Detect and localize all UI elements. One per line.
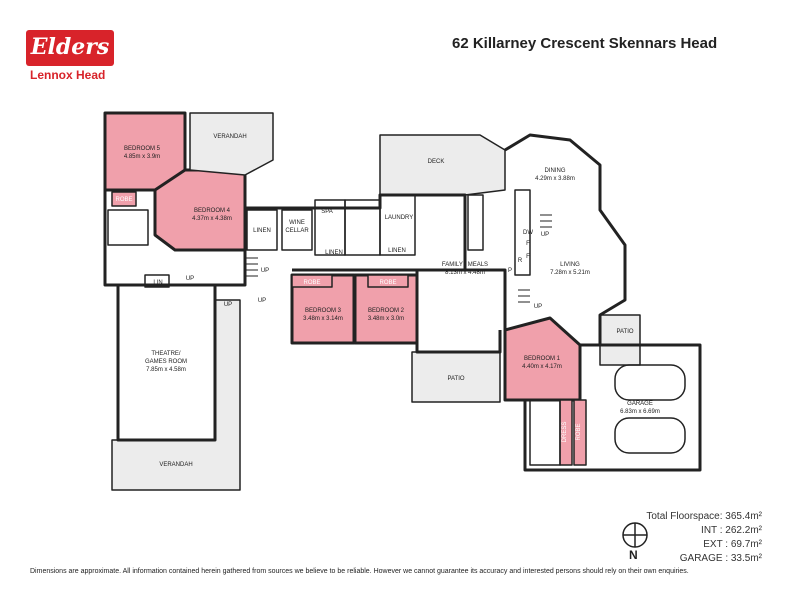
linen-label-3: LINEN <box>388 248 406 254</box>
theatre-dims: 7.85m x 4.58m <box>146 367 186 373</box>
compass-north-label: N <box>629 548 638 562</box>
bedroom-3-dims: 3.48m x 3.14m <box>303 316 343 322</box>
f-label-2: F <box>526 254 530 260</box>
lin-label: LIN <box>153 280 162 286</box>
bedroom-3-label: BEDROOM 3 <box>305 308 342 314</box>
robe-label-1: ROBE <box>303 280 320 286</box>
floorspace-stats: Total Floorspace: 365.4m² INT : 262.2m² … <box>646 510 762 566</box>
up-label-2: UP <box>261 268 269 274</box>
bedroom-1-label: BEDROOM 1 <box>524 356 561 362</box>
dining-label: DINING <box>545 168 566 174</box>
robe-label-2: ROBE <box>379 280 396 286</box>
bedroom-2-label: BEDROOM 2 <box>368 308 405 314</box>
family-dims: 8.13m x 4.48m <box>445 270 485 276</box>
wine-cellar <box>281 209 313 251</box>
f-label-1: F <box>526 241 530 247</box>
verandah-top-label: VERANDAH <box>213 134 246 140</box>
r-label: R <box>518 258 523 264</box>
ensuite-1 <box>529 399 561 466</box>
dress-label: DRESS <box>562 422 568 443</box>
external-floorspace: EXT : 69.7m² <box>703 539 762 550</box>
living-dims: 7.28m x 5.21m <box>550 270 590 276</box>
family-label: FAMILY / MEALS <box>442 262 488 268</box>
linen-label-2: LINEN <box>325 250 343 256</box>
internal-floorspace: INT : 262.2m² <box>701 525 762 536</box>
garage-floorspace: GARAGE : 33.5m² <box>679 553 762 564</box>
patio-bottom <box>411 351 501 403</box>
patio-right <box>599 314 641 366</box>
logo-brand-name: Elders <box>30 34 110 60</box>
theatre-label-2: GAMES ROOM <box>145 359 187 365</box>
linen-cupboard <box>246 209 278 251</box>
bedroom-4-label: BEDROOM 4 <box>194 208 231 214</box>
bedroom-1-area <box>503 316 582 402</box>
logo-badge <box>26 30 114 66</box>
up-label-3: UP <box>224 302 232 308</box>
property-address: 62 Killarney Crescent Skennars Head <box>452 35 718 52</box>
linen-label-1: LINEN <box>253 228 271 234</box>
logo-office-name: Lennox Head <box>30 68 106 82</box>
patio-right-label: PATIO <box>616 329 633 335</box>
up-label-5: UP <box>534 304 542 310</box>
bedroom-1-dims: 4.40m x 4.17m <box>522 364 562 370</box>
garage-wall <box>523 343 702 472</box>
robe-label-3: ROBE <box>115 197 132 203</box>
verandah-bottom-label: VERANDAH <box>159 462 192 468</box>
bedroom-5-dims: 4.85m x 3.9m <box>124 154 160 160</box>
deck-label: DECK <box>428 159 445 165</box>
patio-bottom-label: PATIO <box>447 376 464 382</box>
lin-cupboard <box>144 274 170 288</box>
spa-label: SPA <box>321 209 333 215</box>
car-1 <box>614 364 686 401</box>
theatre-room <box>116 283 217 442</box>
compass-icon <box>622 522 648 548</box>
up-label-4: UP <box>258 298 266 304</box>
car-2 <box>614 417 686 454</box>
robe-area-2 <box>367 274 409 288</box>
bedroom-4-dims: 4.37m x 4.38m <box>192 216 232 222</box>
kitchen-bench <box>514 189 531 276</box>
robe-area-3 <box>111 191 137 207</box>
dw-label: DW <box>523 230 533 236</box>
wine-label-1: WINE <box>289 220 305 226</box>
robe-area-4 <box>573 399 587 466</box>
north-compass: N <box>620 520 650 564</box>
stairs-group <box>245 214 552 303</box>
p-label: P <box>508 268 512 274</box>
garage-label: GARAGE <box>627 401 653 407</box>
kitchen-island <box>467 194 484 251</box>
robe-label-4: ROBE <box>576 423 582 440</box>
up-label-6: UP <box>541 232 549 238</box>
living-wall <box>504 133 627 347</box>
laundry <box>379 194 416 256</box>
bedroom-2-dims: 3.48m x 3.0m <box>368 316 404 322</box>
up-label-1: UP <box>186 276 194 282</box>
robe-area-1 <box>291 274 333 288</box>
laundry-label: LAUNDRY <box>385 215 414 221</box>
total-floorspace: Total Floorspace: 365.4m² <box>646 511 762 522</box>
deck <box>379 134 506 196</box>
bedroom-5-label: BEDROOM 5 <box>124 146 161 152</box>
dining-dims: 4.29m x 3.88m <box>535 176 575 182</box>
verandah-top <box>189 112 274 176</box>
disclaimer: Dimensions are approximate. All informat… <box>30 568 689 575</box>
wine-label-2: CELLAR <box>285 228 309 234</box>
theatre-label: THEATRE/ <box>151 351 181 357</box>
garage-dims: 6.83m x 6.69m <box>620 409 660 415</box>
family-wall <box>465 268 507 330</box>
living-label: LIVING <box>560 262 580 268</box>
bath-west <box>107 209 149 246</box>
elders-logo: Elders Lennox Head <box>26 30 116 84</box>
